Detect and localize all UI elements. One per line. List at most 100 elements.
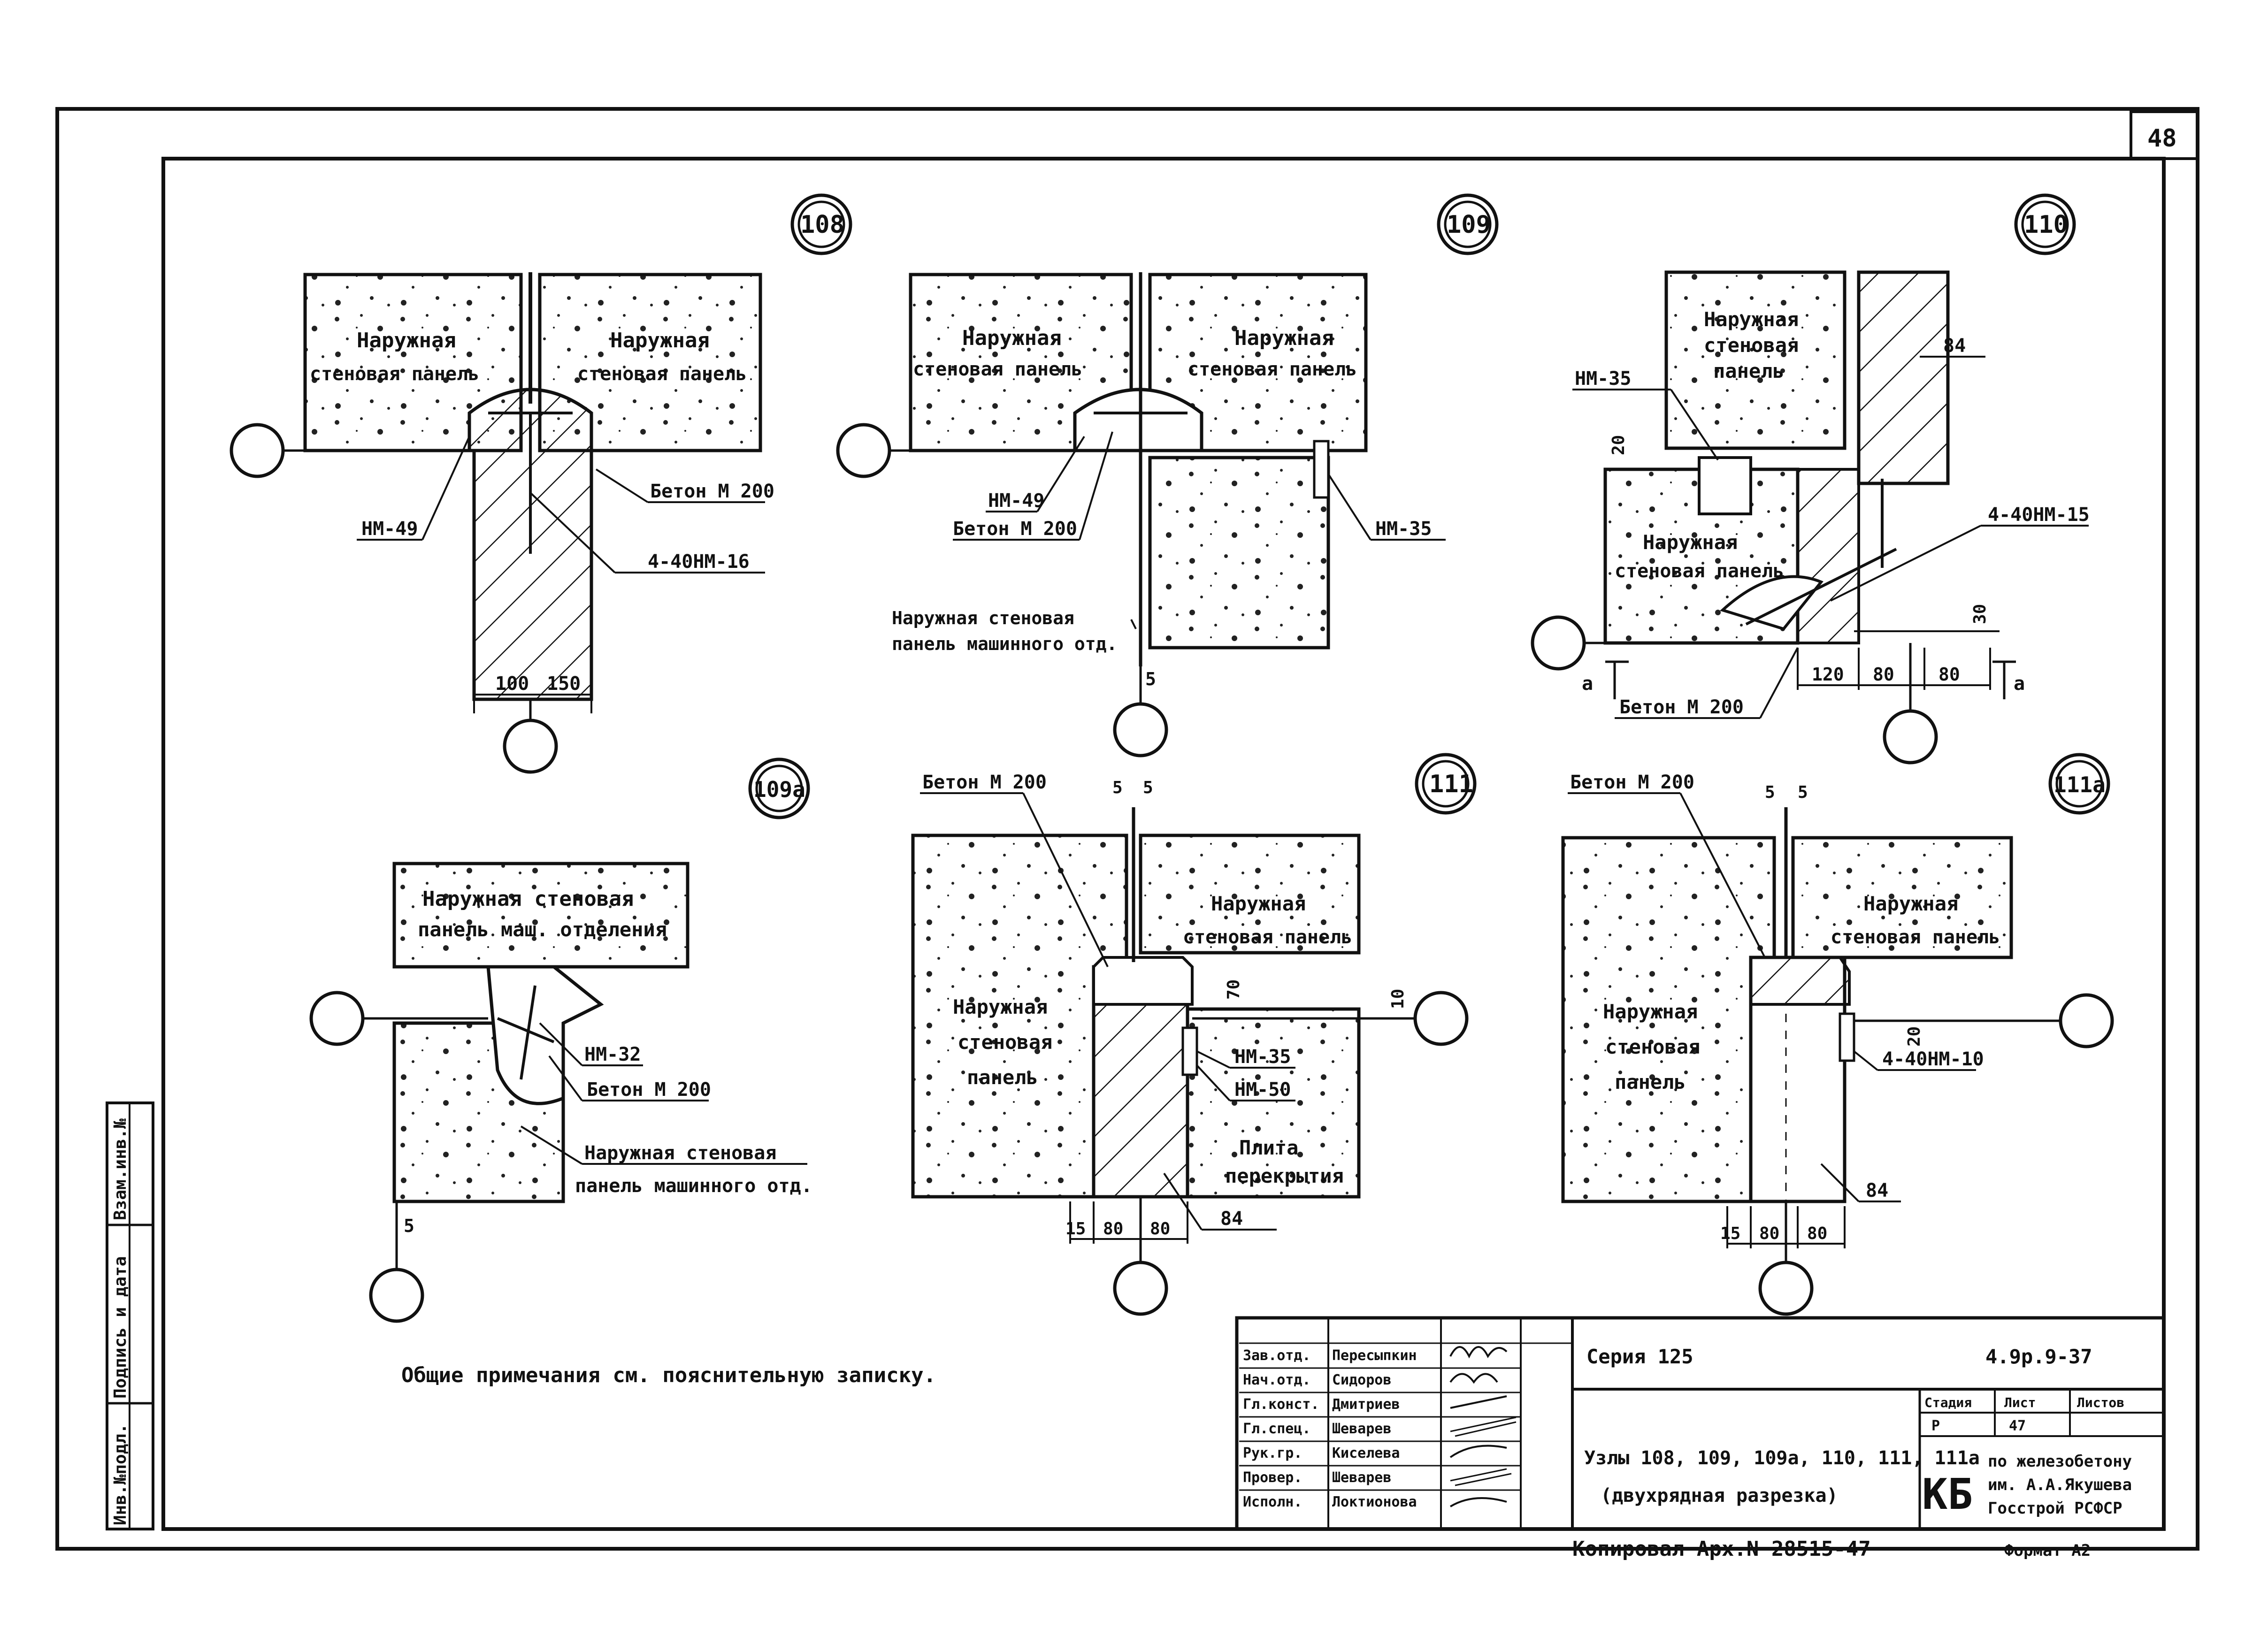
label-109a-nm32: НМ-32 — [584, 1044, 641, 1065]
name-7: Локтионова — [1332, 1494, 1417, 1510]
dim-110-80a: 80 — [1873, 664, 1894, 685]
label-111-left-1: Наружная — [953, 995, 1048, 1018]
label-108-right-2: стеновая панель — [577, 363, 747, 385]
axis-109a-bottom — [369, 1268, 424, 1323]
label-110-nm15: 4-40НМ-15 — [1988, 504, 2090, 526]
label-111a-left-3: панель — [1615, 1071, 1686, 1094]
role-5: Рук.гр. — [1243, 1445, 1302, 1461]
label-111-right-1: Наружная — [1211, 892, 1306, 915]
org-line-1: по железобетону — [1988, 1452, 2132, 1471]
dim-111a-80a: 80 — [1759, 1224, 1779, 1243]
dim-111-80b: 80 — [1150, 1219, 1170, 1239]
axis-108-left — [230, 423, 285, 478]
label-108-left-2: стеновая панель — [310, 363, 479, 385]
axis-109a-left — [309, 991, 365, 1046]
label-111-slab-2: перекрытия — [1225, 1164, 1344, 1187]
node-badge-108 — [790, 193, 852, 255]
org-line-3: Госстрой РСФСР — [1988, 1499, 2122, 1518]
series: Серия 125 — [1586, 1345, 1693, 1368]
name-5: Киселева — [1332, 1445, 1400, 1461]
dim-110-80b: 80 — [1939, 664, 1960, 685]
label-109-right-2: стеновая панель — [1188, 359, 1357, 380]
side-stamp-inv: Инв.№подл. — [111, 1423, 130, 1525]
dim-111-5b: 5 — [1143, 778, 1153, 797]
label-111a-left-2: стеновая — [1605, 1035, 1700, 1058]
staff-rows: Зав.отд. Нач.отд. Гл.конст. Гл.спец. Рук… — [1239, 1347, 1521, 1510]
label-110-top-3: панель — [1713, 359, 1785, 382]
node-label-111: 111 — [1429, 770, 1473, 798]
detail-111a: 111а Наружная стеновая панель Наружная с… — [1561, 753, 2114, 1316]
page-number: 48 — [2147, 124, 2177, 153]
axis-111a-bottom — [1758, 1261, 1814, 1316]
panel-109-machine — [1148, 456, 1330, 650]
dim-111-80a: 80 — [1103, 1219, 1123, 1239]
footer-copy: Копировал Арх.N 28515-47 — [1572, 1537, 1871, 1561]
label-109-left-2: стеновая панель — [913, 359, 1082, 380]
role-1: Зав.отд. — [1243, 1347, 1311, 1364]
dim-109a-5: 5 — [404, 1216, 414, 1236]
detail-110: 110 Наружная стеновая панель Наружная ст… — [1531, 193, 2090, 765]
label-110-top-2: стеновая — [1704, 334, 1799, 357]
stage-value: Р — [1931, 1418, 1940, 1434]
name-3: Дмитриев — [1332, 1396, 1400, 1413]
node-label-111a: 111а — [2053, 772, 2106, 797]
label-111-left-3: панель — [967, 1066, 1038, 1089]
dim-111a-80b: 80 — [1807, 1224, 1827, 1243]
role-6: Провер. — [1243, 1469, 1302, 1486]
title-line-1: Узлы 108, 109, 109а, 110, 111, 111а — [1584, 1447, 1980, 1469]
role-3: Гл.конст. — [1243, 1396, 1319, 1413]
sheet-value: 47 — [2009, 1418, 2026, 1434]
label-109a-machine-2: панель машинного отд. — [575, 1175, 812, 1197]
axis-109-left — [836, 423, 891, 478]
node-label-109: 109 — [1447, 211, 1491, 239]
label-109a-beton: Бетон М 200 — [587, 1079, 711, 1101]
dim-111-70: 70 — [1224, 979, 1243, 1000]
dim-110-20: 20 — [1609, 435, 1628, 455]
node-badge-111 — [1415, 753, 1477, 815]
dim-111a-5b: 5 — [1798, 783, 1808, 802]
dim-110-120: 120 — [1812, 664, 1844, 685]
label-111a-left-1: Наружная — [1603, 1000, 1698, 1023]
name-4: Шеварев — [1332, 1421, 1391, 1437]
role-2: Нач.отд. — [1243, 1372, 1311, 1388]
panel-111-right — [1139, 834, 1361, 955]
label-111-nm35: НМ-35 — [1234, 1046, 1291, 1068]
label-111a-nm10: 4-40НМ-10 — [1882, 1048, 1984, 1070]
label-111a-84: 84 — [1866, 1180, 1888, 1201]
label-111-nm50: НМ-50 — [1234, 1079, 1291, 1101]
name-6: Шеварев — [1332, 1469, 1391, 1486]
label-108-left-1: Наружная — [357, 329, 456, 352]
axis-110-left — [1531, 615, 1586, 671]
node-label-109a: 109а — [753, 777, 805, 802]
dim-109-5: 5 — [1145, 669, 1156, 689]
label-109a-top-2: панель маш. отделения — [418, 918, 667, 941]
axis-108-bottom — [503, 719, 558, 774]
detail-109: 109 Наружная стеновая панель Наружная ст… — [836, 193, 1499, 757]
label-111-slab-1: Плита — [1239, 1136, 1298, 1159]
axis-111-right — [1413, 991, 1469, 1046]
label-109-machine-1: Наружная стеновая — [892, 608, 1074, 628]
node-label-110: 110 — [2024, 211, 2068, 239]
footer-format: Формат A2 — [2004, 1541, 2091, 1560]
label-109-left-1: Наружная — [962, 326, 1062, 350]
drawing-code: 4.9р.9-37 — [1985, 1345, 2092, 1368]
org-line-2: им. А.А.Якушева — [1988, 1476, 2132, 1494]
label-111a-beton: Бетон М 200 — [1570, 772, 1694, 793]
label-110-84: 84 — [1943, 335, 1966, 357]
label-111-beton: Бетон М 200 — [922, 772, 1047, 793]
label-110-low-2: стеновая панель — [1615, 560, 1784, 582]
label-111-left-2: стеновая — [958, 1031, 1052, 1054]
label-111-right-2: стеновая панель — [1183, 926, 1352, 948]
panel-109a-top — [392, 862, 690, 969]
side-stamp: Инв.№подл. Подпись и дата Взам.инв.№ — [106, 1101, 154, 1530]
label-110-top-1: Наружная — [1704, 308, 1799, 331]
outer-frame — [55, 107, 2199, 1551]
dim-110-30: 30 — [1970, 604, 1990, 624]
axis-110-bottom — [1883, 709, 1938, 765]
label-109-beton: Бетон М 200 — [953, 518, 1077, 540]
general-note: Общие примечания см. пояснительную запис… — [401, 1363, 936, 1387]
label-110-beton: Бетон М 200 — [1619, 696, 1744, 718]
title-line-2: (двухрядная разрезка) — [1601, 1485, 1838, 1507]
name-2: Сидоров — [1332, 1372, 1391, 1388]
